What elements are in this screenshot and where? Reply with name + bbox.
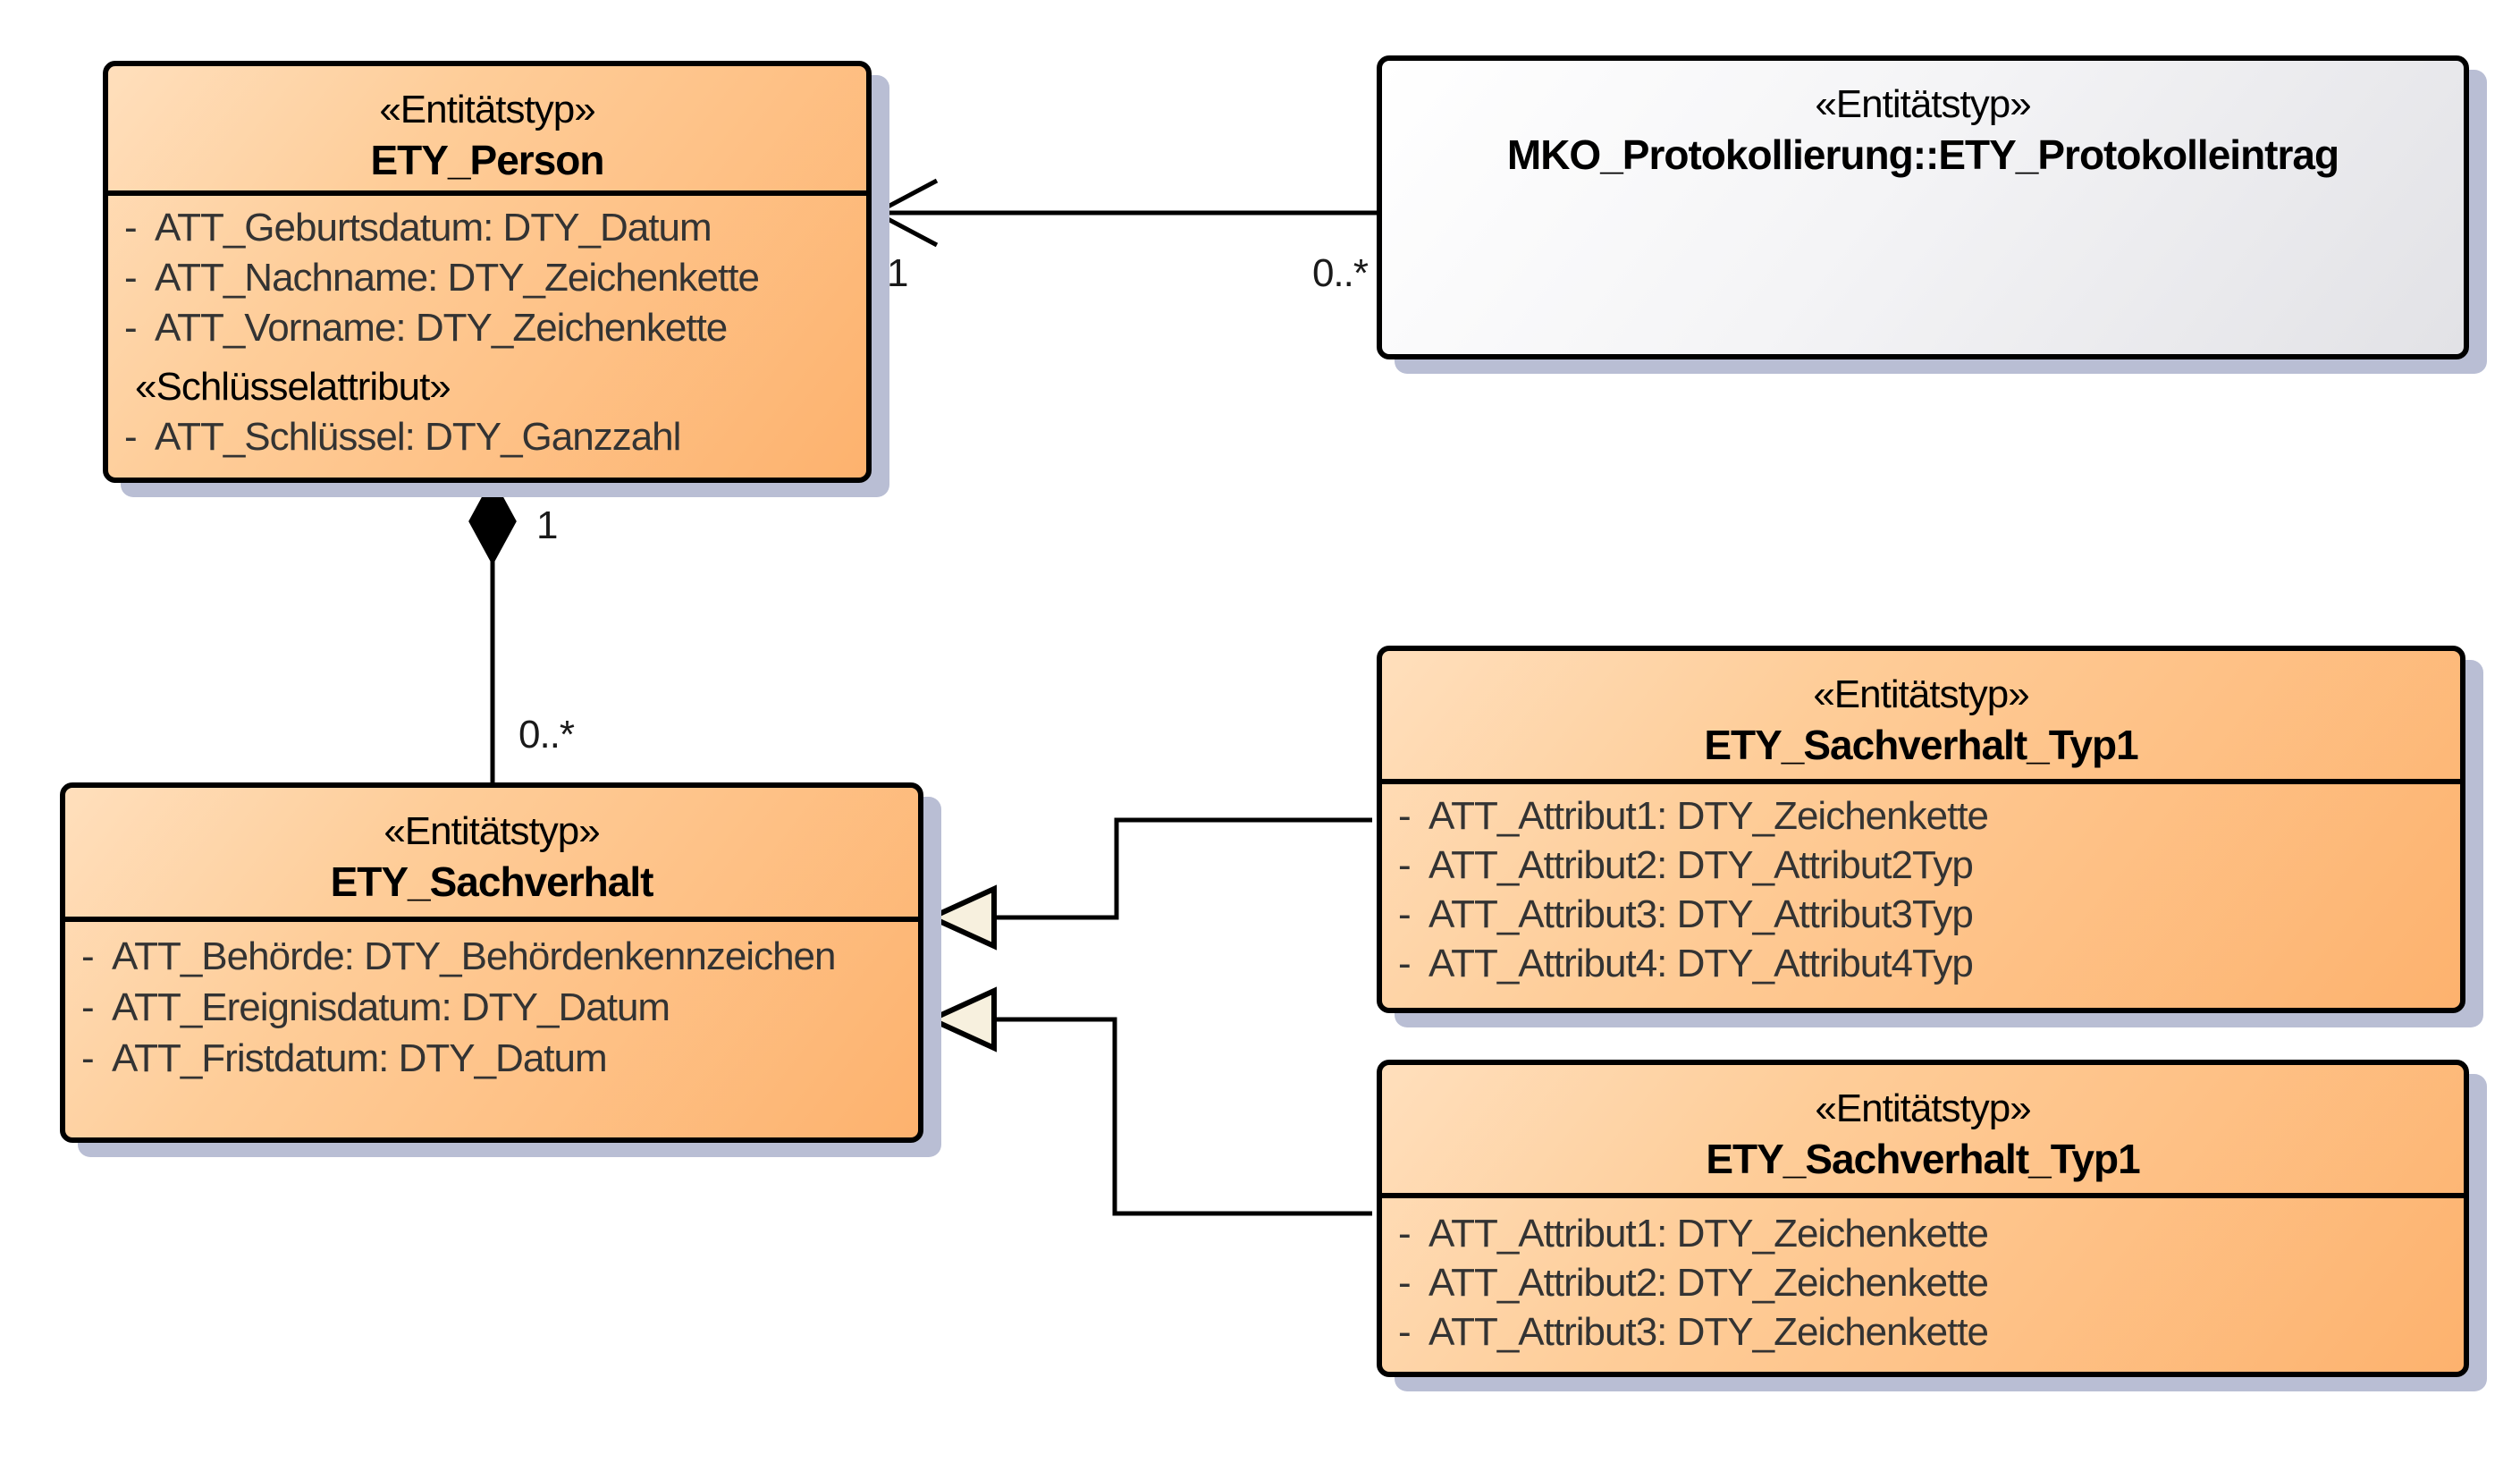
entity-title-compartment: «Entitätstyp» MKO_Protokollierung::ETY_P… [1382, 61, 2464, 181]
attribute-row: - ATT_Attribut2: DTY_Attribut2Typ [1382, 841, 2460, 890]
attribute-row: - ATT_Nachname: DTY_Zeichenkette [108, 253, 866, 303]
composition-diamond-icon [468, 477, 517, 566]
attribute-text: ATT_Behörde: DTY_Behördenkennzeichen [112, 934, 836, 978]
attribute-text: ATT_Schlüssel: DTY_Ganzzahl [155, 415, 681, 459]
entity-title-compartment: «Entitätstyp» ETY_Sachverhalt [65, 788, 918, 922]
stereotype-label: «Entitätstyp» [379, 88, 595, 131]
attribute-bullet: - [81, 985, 95, 1029]
attribute-text: ATT_Attribut1: DTY_Zeichenkette [1429, 794, 1989, 838]
attribute-bullet: - [124, 206, 138, 249]
attribute-row: - ATT_Attribut1: DTY_Zeichenkette [1382, 1209, 2464, 1258]
attribute-text: ATT_Geburtsdatum: DTY_Datum [155, 206, 712, 249]
entity-name: ETY_Sachverhalt_Typ1 [1704, 722, 2138, 768]
attribute-row: - ATT_Ereignisdatum: DTY_Datum [65, 982, 918, 1033]
attribute-row: - ATT_Attribut3: DTY_Zeichenkette [1382, 1307, 2464, 1357]
attribute-bullet: - [124, 415, 138, 459]
attribute-bullet: - [124, 306, 138, 350]
attribute-bullet: - [1398, 794, 1412, 838]
attribute-text: ATT_Attribut2: DTY_Zeichenkette [1429, 1261, 1989, 1305]
association-protokolleintrag-to-person[interactable] [871, 178, 1377, 248]
attribute-compartment: - ATT_Attribut1: DTY_Zeichenkette - ATT_… [1382, 1198, 2464, 1357]
generalization-arrowhead-icon [924, 884, 997, 951]
multiplicity-label-association-target: 1 [887, 251, 909, 295]
attribute-text: ATT_Nachname: DTY_Zeichenkette [155, 256, 760, 300]
attribute-bullet: - [124, 256, 138, 300]
generalization-line [994, 1017, 1372, 1216]
entity-ety-person[interactable]: «Entitätstyp» ETY_Person - ATT_Geburtsda… [103, 61, 872, 483]
attribute-row: - ATT_Attribut4: DTY_Attribut4Typ [1382, 939, 2460, 988]
key-stereotype-label: «Schlüsselattribut» [135, 365, 451, 409]
attribute-bullet: - [1398, 1212, 1412, 1255]
attribute-row: - ATT_Geburtsdatum: DTY_Datum [108, 203, 866, 253]
generalization-arrowhead-icon [924, 986, 997, 1053]
entity-title-compartment: «Entitätstyp» ETY_Sachverhalt_Typ1 [1382, 1065, 2464, 1198]
attribute-compartment: - ATT_Geburtsdatum: DTY_Datum - ATT_Nach… [108, 196, 866, 462]
stereotype-label: «Entitätstyp» [1815, 82, 2031, 126]
multiplicity-label-association-source: 0..* [1311, 251, 1369, 295]
attribute-bullet: - [1398, 1261, 1412, 1305]
attribute-row: - ATT_Schlüssel: DTY_Ganzzahl [108, 412, 866, 462]
multiplicity-label-composition-part: 0..* [518, 713, 575, 757]
attribute-bullet: - [1398, 1310, 1412, 1354]
entity-name: MKO_Protokollierung::ETY_Protokolleintra… [1506, 131, 2339, 178]
attribute-text: ATT_Attribut2: DTY_Attribut2Typ [1429, 843, 1974, 887]
entity-name: ETY_Sachverhalt [330, 858, 654, 905]
composition-person-to-sachverhalt[interactable] [468, 477, 517, 782]
attribute-bullet: - [1398, 942, 1412, 985]
entity-ety-sachverhalt-typ1-top[interactable]: «Entitätstyp» ETY_Sachverhalt_Typ1 - ATT… [1377, 646, 2465, 1013]
entity-ety-protokolleintrag[interactable]: «Entitätstyp» MKO_Protokollierung::ETY_P… [1377, 55, 2469, 359]
attribute-text: ATT_Ereignisdatum: DTY_Datum [112, 985, 670, 1029]
attribute-row: - ATT_Attribut1: DTY_Zeichenkette [1382, 791, 2460, 841]
generalization-typ1-bottom-to-sachverhalt[interactable] [924, 986, 1372, 1216]
attribute-text: ATT_Attribut3: DTY_Zeichenkette [1429, 1310, 1989, 1354]
attribute-text: ATT_Attribut3: DTY_Attribut3Typ [1429, 892, 1974, 936]
multiplicity-label-composition-whole: 1 [536, 503, 559, 547]
attribute-row: - ATT_Fristdatum: DTY_Datum [65, 1033, 918, 1084]
entity-ety-sachverhalt-typ1-bottom[interactable]: «Entitätstyp» ETY_Sachverhalt_Typ1 - ATT… [1377, 1060, 2469, 1377]
attribute-row: - ATT_Vorname: DTY_Zeichenkette [108, 303, 866, 353]
attribute-bullet: - [1398, 892, 1412, 936]
attribute-row: - ATT_Behörde: DTY_Behördenkennzeichen [65, 931, 918, 982]
attribute-bullet: - [81, 1036, 95, 1080]
attribute-text: ATT_Vorname: DTY_Zeichenkette [155, 306, 728, 350]
entity-title-compartment: «Entitätstyp» ETY_Person [108, 66, 866, 196]
entity-title-compartment: «Entitätstyp» ETY_Sachverhalt_Typ1 [1382, 651, 2460, 784]
generalization-typ1-top-to-sachverhalt[interactable] [924, 817, 1372, 951]
attribute-text: ATT_Attribut1: DTY_Zeichenkette [1429, 1212, 1989, 1255]
stereotype-label: «Entitätstyp» [1813, 672, 2029, 716]
entity-ety-sachverhalt[interactable]: «Entitätstyp» ETY_Sachverhalt - ATT_Behö… [60, 782, 923, 1143]
attribute-compartment: - ATT_Attribut1: DTY_Zeichenkette - ATT_… [1382, 784, 2460, 988]
association-open-arrowhead-icon [871, 178, 939, 248]
generalization-line [994, 817, 1372, 920]
attribute-bullet: - [81, 934, 95, 978]
attribute-row: - ATT_Attribut3: DTY_Attribut3Typ [1382, 890, 2460, 939]
entity-name: ETY_Person [370, 137, 605, 183]
stereotype-label: «Entitätstyp» [383, 809, 600, 853]
attribute-text: ATT_Attribut4: DTY_Attribut4Typ [1429, 942, 1974, 985]
attribute-row: - ATT_Attribut2: DTY_Zeichenkette [1382, 1258, 2464, 1307]
attribute-bullet: - [1398, 843, 1412, 887]
stereotype-label: «Entitätstyp» [1815, 1086, 2031, 1130]
attribute-text: ATT_Fristdatum: DTY_Datum [112, 1036, 608, 1080]
key-stereotype-row: «Schlüsselattribut» [108, 362, 866, 412]
entity-name: ETY_Sachverhalt_Typ1 [1706, 1136, 2140, 1182]
attribute-compartment: - ATT_Behörde: DTY_Behördenkennzeichen -… [65, 922, 918, 1084]
